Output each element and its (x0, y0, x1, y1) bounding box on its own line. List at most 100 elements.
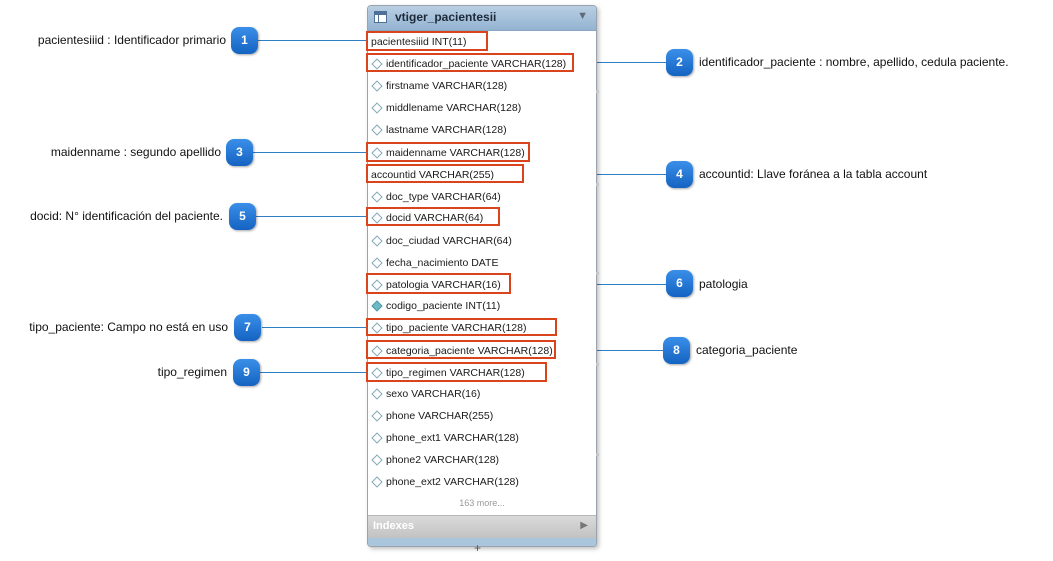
column-label: phone_ext1 VARCHAR(128) (386, 432, 519, 444)
callout-note-2: identificador_paciente : nombre, apellid… (699, 55, 1009, 69)
diamond-icon (371, 102, 383, 114)
column-row[interactable]: accountid VARCHAR(255) (371, 168, 494, 182)
callout-note-1: pacientesiiid : Identificador primario (37, 33, 226, 47)
connector-line-8 (556, 350, 663, 351)
diamond-icon (371, 147, 383, 159)
diamond-icon (371, 191, 383, 203)
column-label: firstname VARCHAR(128) (386, 80, 508, 92)
column-label: identificador_paciente VARCHAR(128) (386, 58, 567, 70)
relationship-stub (596, 363, 599, 366)
column-row[interactable]: docid VARCHAR(64) (371, 211, 483, 225)
column-row[interactable]: codigo_paciente INT(11) (371, 299, 500, 313)
callout-badge-7[interactable]: 7 (234, 314, 261, 341)
column-label: doc_ciudad VARCHAR(64) (386, 235, 512, 247)
callout-badge-4[interactable]: 4 (666, 161, 693, 188)
column-row[interactable]: patologia VARCHAR(16) (371, 278, 501, 292)
diamond-icon (371, 432, 383, 444)
filled-diamond-icon (371, 300, 383, 312)
table-entity[interactable]: vtiger_pacientesii ▼ pacientesiiid INT(1… (367, 5, 597, 547)
callout-note-5: docid: N° identificación del paciente. (30, 209, 223, 223)
column-row[interactable]: phone_ext1 VARCHAR(128) (371, 431, 519, 445)
callout-badge-2[interactable]: 2 (666, 49, 693, 76)
diamond-icon (371, 476, 383, 488)
callout-note-9: tipo_regimen (157, 365, 227, 379)
diamond-icon (371, 124, 383, 136)
table-footer (368, 538, 596, 546)
column-row[interactable]: doc_ciudad VARCHAR(64) (371, 234, 512, 248)
column-label: phone VARCHAR(255) (386, 410, 494, 422)
column-row[interactable]: middlename VARCHAR(128) (371, 101, 521, 115)
callout-note-8: categoria_paciente (696, 343, 798, 357)
diamond-icon (371, 367, 383, 379)
callout-badge-3[interactable]: 3 (226, 139, 253, 166)
callout-badge-5[interactable]: 5 (229, 203, 256, 230)
callout-badge-1[interactable]: 1 (231, 27, 258, 54)
column-label: middlename VARCHAR(128) (386, 102, 522, 114)
column-row[interactable]: sexo VARCHAR(16) (371, 387, 480, 401)
callout-badge-6[interactable]: 6 (666, 270, 693, 297)
connector-line-5 (256, 216, 367, 217)
column-label: tipo_regimen VARCHAR(128) (386, 367, 525, 379)
indexes-label: Indexes (373, 520, 414, 532)
column-row[interactable]: pacientesiiid INT(11) (371, 35, 467, 49)
table-title: vtiger_pacientesii (395, 10, 497, 24)
column-label: maidenname VARCHAR(128) (386, 147, 525, 159)
diamond-icon (371, 410, 383, 422)
indexes-section[interactable]: Indexes ▶ (368, 515, 596, 538)
relationship-stub (596, 183, 599, 186)
callout-note-6: patologia (699, 277, 748, 291)
column-row[interactable]: firstname VARCHAR(128) (371, 79, 507, 93)
callout-badge-8[interactable]: 8 (663, 337, 690, 364)
relationship-stub (596, 90, 599, 93)
diamond-icon (371, 257, 383, 269)
triangle-right-icon[interactable]: ▶ (580, 520, 588, 531)
column-row[interactable]: tipo_regimen VARCHAR(128) (371, 366, 525, 380)
column-row[interactable]: categoria_paciente VARCHAR(128) (371, 344, 553, 358)
column-row[interactable]: phone2 VARCHAR(128) (371, 453, 499, 467)
callout-note-4: accountid: Llave foránea a la tabla acco… (699, 167, 928, 181)
column-label: pacientesiiid INT(11) (371, 36, 467, 48)
column-row[interactable]: lastname VARCHAR(128) (371, 123, 507, 137)
column-label: lastname VARCHAR(128) (386, 124, 507, 136)
column-row[interactable]: maidenname VARCHAR(128) (371, 146, 525, 160)
column-label: codigo_paciente INT(11) (386, 300, 501, 312)
diamond-icon (371, 322, 383, 334)
diamond-icon (371, 235, 383, 247)
connector-line-1 (257, 40, 367, 41)
callout-note-7: tipo_paciente: Campo no está en uso (29, 320, 228, 334)
column-row[interactable]: doc_type VARCHAR(64) (371, 190, 501, 204)
column-label: phone2 VARCHAR(128) (386, 454, 500, 466)
resize-handle[interactable]: + (474, 541, 482, 555)
diamond-icon (371, 212, 383, 224)
column-label: categoria_paciente VARCHAR(128) (386, 345, 553, 357)
diamond-icon (371, 58, 383, 70)
column-row[interactable]: phone VARCHAR(255) (371, 409, 493, 423)
column-label: fecha_nacimiento DATE (386, 257, 499, 269)
column-label: doc_type VARCHAR(64) (386, 191, 501, 203)
column-row[interactable]: tipo_paciente VARCHAR(128) (371, 321, 526, 335)
column-label: patologia VARCHAR(16) (386, 279, 501, 291)
triangle-down-icon[interactable]: ▼ (577, 10, 588, 22)
column-label: sexo VARCHAR(16) (386, 388, 481, 400)
connector-line-3 (252, 152, 367, 153)
more-columns-link[interactable]: 163 more... (459, 498, 505, 508)
diamond-icon (371, 454, 383, 466)
table-header[interactable]: vtiger_pacientesii ▼ (368, 6, 596, 31)
diamond-icon (371, 279, 383, 291)
connector-line-9 (260, 372, 367, 373)
column-row[interactable]: phone_ext2 VARCHAR(128) (371, 475, 519, 489)
connector-line-2 (573, 62, 666, 63)
column-label: tipo_paciente VARCHAR(128) (386, 322, 527, 334)
callout-badge-9[interactable]: 9 (233, 359, 260, 386)
callout-note-3: maidenname : segundo apellido (50, 145, 221, 159)
column-label: docid VARCHAR(64) (386, 212, 484, 224)
column-row[interactable]: fecha_nacimiento DATE (371, 256, 498, 270)
diamond-icon (371, 388, 383, 400)
connector-line-7 (262, 327, 367, 328)
relationship-stub (596, 453, 599, 456)
relationship-stub (596, 272, 599, 275)
diamond-icon (371, 345, 383, 357)
column-label: accountid VARCHAR(255) (371, 169, 494, 181)
column-row[interactable]: identificador_paciente VARCHAR(128) (371, 57, 566, 71)
table-icon (374, 11, 387, 23)
